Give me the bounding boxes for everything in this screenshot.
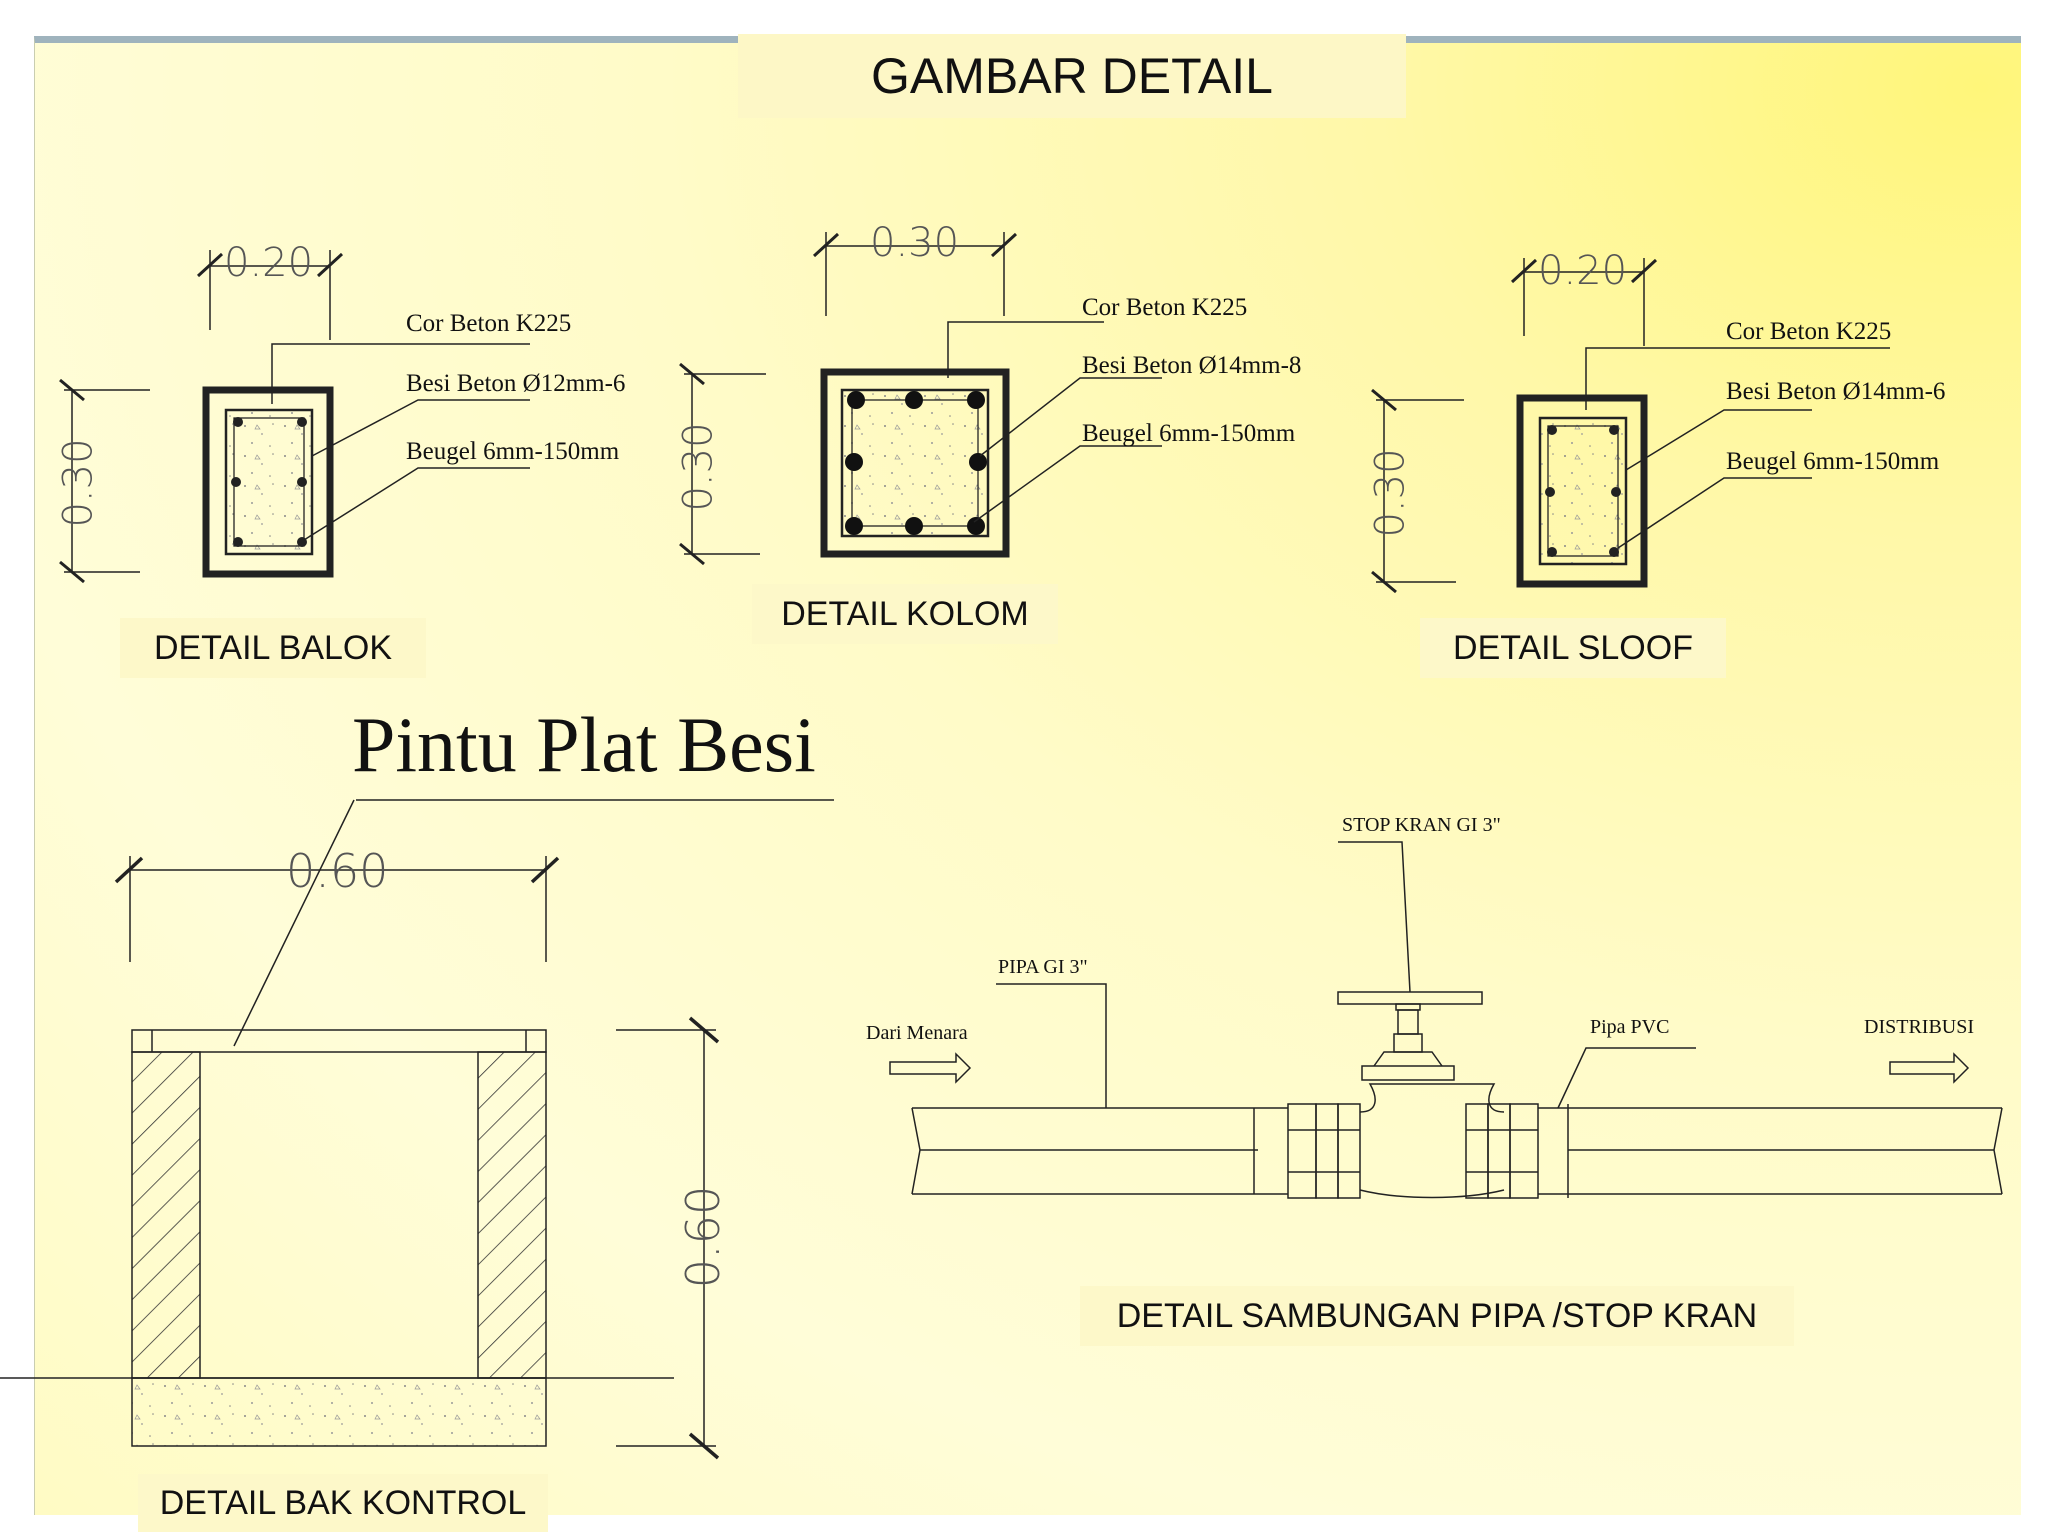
sloof-width-dim: 0.20: [1538, 248, 1628, 294]
detail-kolom-label: DETAIL KOLOM: [752, 584, 1058, 644]
sloof-section: [1516, 394, 1648, 588]
pipe-note-stop-kran: STOP KRAN GI 3": [1342, 814, 1501, 836]
balok-height-dim: 0.30: [55, 438, 102, 528]
pipe-note-distribusi: DISTRIBUSI: [1864, 1016, 1975, 1038]
pipe-note-dari-menara: Dari Menara: [866, 1022, 968, 1044]
pipe-note-pipa-gi: PIPA GI 3": [998, 956, 1088, 978]
detail-bak-kontrol-label-text: DETAIL BAK KONTROL: [159, 1483, 527, 1522]
kolom-dimensions: [679, 232, 1018, 566]
balok-note-concrete: Cor Beton K225: [406, 310, 572, 337]
kolom-leaders: [947, 321, 1162, 523]
sheet-title-text: GAMBAR DETAIL: [871, 48, 1273, 104]
detail-pipa-label-text: DETAIL SAMBUNGAN PIPA /STOP KRAN: [1116, 1296, 1758, 1335]
bak-kontrol-width-dim: 0.60: [286, 844, 389, 898]
balok-width-dim: 0.20: [224, 240, 314, 286]
bak-kontrol-heading: Pintu Plat Besi: [352, 701, 816, 788]
kolom-width-dim: 0.30: [870, 220, 960, 266]
detail-kolom-label-text: DETAIL KOLOM: [781, 594, 1029, 633]
balok-note-stirrup: Beugel 6mm-150mm: [406, 438, 620, 465]
pipe-note-pipa-pvc: Pipa PVC: [1590, 1016, 1670, 1038]
bak-kontrol-height-dim: 0.60: [676, 1185, 731, 1289]
detail-balok-label-text: DETAIL BALOK: [153, 628, 393, 667]
detail-sloof-label: DETAIL SLOOF: [1420, 618, 1726, 678]
balok-section: [202, 386, 334, 578]
detail-bak-kontrol-label: DETAIL BAK KONTROL: [138, 1474, 548, 1532]
kolom-note-stirrup: Beugel 6mm-150mm: [1082, 420, 1296, 447]
detail-sloof-label-text: DETAIL SLOOF: [1453, 628, 1693, 667]
balok-dimensions: [59, 250, 344, 584]
balok-leaders: [271, 343, 530, 541]
balok-note-rebar: Besi Beton Ø12mm-6: [406, 370, 626, 397]
kolom-height-dim: 0.30: [675, 422, 722, 512]
kolom-note-rebar: Besi Beton Ø14mm-8: [1082, 352, 1302, 379]
kolom-section: [820, 368, 1010, 558]
sloof-note-stirrup: Beugel 6mm-150mm: [1726, 448, 1940, 475]
kolom-note-concrete: Cor Beton K225: [1082, 294, 1248, 321]
bak-kontrol-section: [0, 799, 834, 1460]
pipe-assembly: [889, 841, 2003, 1199]
detail-pipa-label: DETAIL SAMBUNGAN PIPA /STOP KRAN: [1080, 1286, 1794, 1346]
sloof-note-rebar: Besi Beton Ø14mm-6: [1726, 378, 1946, 405]
sloof-leaders: [1585, 347, 1890, 549]
drawing-sheet: [34, 36, 2021, 1515]
sheet-title: GAMBAR DETAIL: [738, 34, 1406, 118]
sloof-note-concrete: Cor Beton K225: [1726, 318, 1892, 345]
detail-balok-label: DETAIL BALOK: [120, 618, 426, 678]
sloof-dimensions: [1371, 258, 1658, 594]
sloof-height-dim: 0.30: [1367, 448, 1414, 538]
